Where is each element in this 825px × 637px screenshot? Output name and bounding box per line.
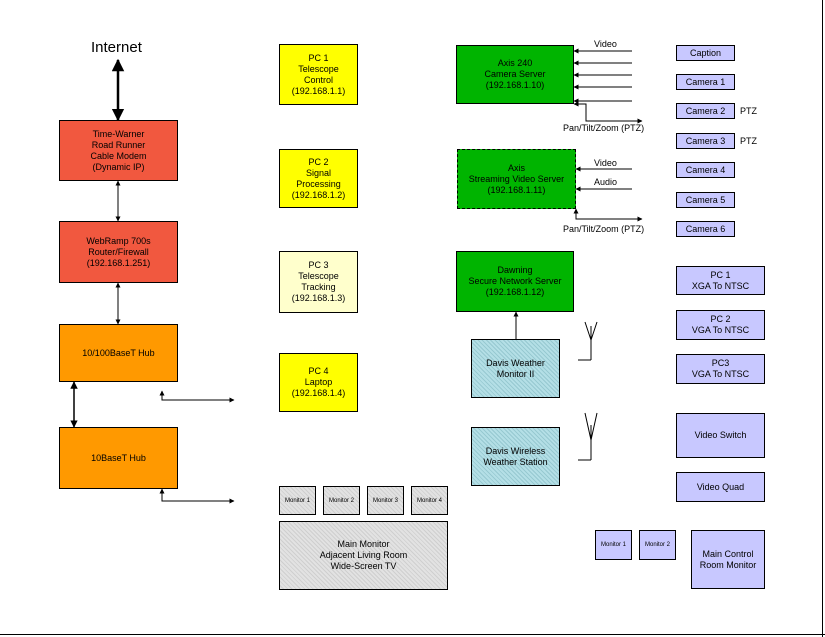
line: PC 1 (710, 269, 731, 280)
main-control-monitor-box[interactable]: Main Control Room Monitor (691, 530, 765, 589)
line: Axis (507, 162, 525, 173)
camera-4-box[interactable]: Camera 4 (676, 162, 735, 178)
line: Main Control (702, 548, 754, 559)
video-label-2: Video (594, 158, 617, 168)
line: Davis Weather (486, 357, 545, 368)
line: Davis Wireless (485, 445, 546, 456)
control-monitor-2-box[interactable]: Monitor 2 (639, 530, 676, 560)
ptz-camera-3-label: PTZ (740, 136, 757, 146)
line: Processing (296, 178, 341, 189)
line: VGA To NTSC (691, 325, 750, 335)
line: Cable Modem (90, 150, 147, 161)
line: Adjacent Living Room (319, 550, 408, 560)
camera-2-box[interactable]: Camera 2 (676, 103, 735, 119)
pc3-converter-box[interactable]: PC3 VGA To NTSC (676, 354, 765, 384)
monitor-4-box[interactable]: Monitor 4 (411, 486, 448, 515)
axis240-box[interactable]: Axis 240 Camera Server (192.168.1.10) (456, 45, 574, 104)
line: (Dynamic IP) (92, 161, 145, 172)
router-box[interactable]: WebRamp 700s Router/Firewall (192.168.1.… (59, 221, 178, 283)
ptz2-link (573, 208, 643, 222)
line: WebRamp 700s (86, 235, 151, 246)
line: Camera Server (484, 69, 546, 79)
video-quad-box[interactable]: Video Quad (676, 472, 765, 502)
monitor-3-box[interactable]: Monitor 3 (367, 486, 404, 515)
davis-monitor-box[interactable]: Davis Weather Monitor II (471, 339, 560, 398)
line: (192.168.1.11) (487, 184, 546, 195)
line: PC 1 (308, 52, 329, 63)
line: Router/Firewall (88, 246, 149, 257)
pc3-box[interactable]: PC 3 Telescope Tracking (192.168.1.3) (279, 251, 358, 313)
line: Main Monitor (337, 539, 390, 549)
line: (192.168.1.3) (291, 293, 346, 303)
ptz-camera-2-label: PTZ (740, 106, 757, 116)
line: PC 4 (308, 366, 329, 376)
line: (192.168.1.4) (291, 388, 346, 398)
line: PC3 (711, 358, 730, 368)
camera-3-box[interactable]: Camera 3 (676, 133, 735, 149)
antenna-icon-2 (578, 412, 598, 461)
line: (192.168.1.251) (86, 257, 151, 268)
line: Streaming Video Server (468, 173, 565, 184)
line: (192.168.1.1) (291, 85, 346, 96)
line: Weather Station (483, 456, 548, 467)
line: Room Monitor (699, 559, 757, 570)
pc2-converter-box[interactable]: PC 2 VGA To NTSC (676, 310, 765, 340)
line: Wide-Screen TV (330, 561, 397, 571)
davis-wireless-box[interactable]: Davis Wireless Weather Station (471, 427, 560, 486)
dawning-box[interactable]: Dawning Secure Network Server (192.168.1… (456, 251, 574, 312)
line: Secure Network Server (468, 276, 562, 286)
video-switch-box[interactable]: Video Switch (676, 413, 765, 458)
line: Telescope (298, 63, 339, 74)
pc1-box[interactable]: PC 1 Telescope Control (192.168.1.1) (279, 44, 358, 105)
line: 10/100BaseT Hub (82, 347, 155, 358)
video-label-1: Video (594, 39, 617, 49)
antenna-icon-1 (578, 321, 598, 361)
line: (192.168.1.12) (485, 287, 545, 297)
pc2-box[interactable]: PC 2 Signal Processing (192.168.1.2) (279, 149, 358, 208)
control-monitor-1-box[interactable]: Monitor 1 (595, 530, 632, 560)
hub-100-box[interactable]: 10/100BaseT Hub (59, 324, 178, 382)
hub-10-box[interactable]: 10BaseT Hub (59, 427, 178, 489)
line: Dawning (497, 265, 533, 275)
line: Telescope (298, 271, 339, 281)
axis-streaming-box[interactable]: Axis Streaming Video Server (192.168.1.1… (457, 149, 576, 209)
audio-label: Audio (594, 177, 618, 187)
line: PC 2 (308, 156, 329, 167)
hub10-out-link (159, 488, 235, 504)
line: Time-Warner (92, 128, 145, 139)
internet-label: Internet (91, 39, 142, 56)
camera-5-box[interactable]: Camera 5 (676, 192, 735, 208)
caption-box[interactable]: Caption (676, 45, 735, 61)
line: XGA To NTSC (691, 280, 750, 291)
line: (192.168.1.2) (291, 189, 346, 200)
line: PC 2 (710, 314, 731, 324)
monitor-2-box[interactable]: Monitor 2 (323, 486, 360, 515)
line: Axis 240 (497, 58, 533, 68)
line: Tracking (301, 282, 336, 292)
right-border (822, 0, 823, 637)
line: PC 3 (308, 260, 329, 270)
line: (192.168.1.10) (485, 80, 545, 90)
line: Monitor II (496, 368, 535, 379)
line: Laptop (304, 377, 333, 387)
ptz-label-1: Pan/Tilt/Zoom (PTZ) (563, 123, 645, 133)
pc4-box[interactable]: PC 4 Laptop (192.168.1.4) (279, 353, 358, 412)
pc1-converter-box[interactable]: PC 1 XGA To NTSC (676, 266, 765, 295)
camera-1-box[interactable]: Camera 1 (676, 74, 735, 90)
ptz-label-2: Pan/Tilt/Zoom (PTZ) (563, 224, 645, 234)
monitor-1-box[interactable]: Monitor 1 (279, 486, 316, 515)
line: Road Runner (91, 139, 146, 150)
line: Control (303, 74, 333, 85)
camera-6-box[interactable]: Camera 6 (676, 221, 735, 237)
main-monitor-box[interactable]: Main Monitor Adjacent Living Room Wide-S… (279, 521, 448, 590)
line: 10BaseT Hub (91, 452, 146, 463)
line: Signal (305, 167, 332, 178)
bottom-border (0, 634, 825, 635)
line: VGA To NTSC (691, 369, 750, 379)
hub100-out-link (159, 390, 235, 403)
cable-modem-box[interactable]: Time-Warner Road Runner Cable Modem (Dyn… (59, 120, 178, 181)
ptz1-link (573, 101, 643, 124)
